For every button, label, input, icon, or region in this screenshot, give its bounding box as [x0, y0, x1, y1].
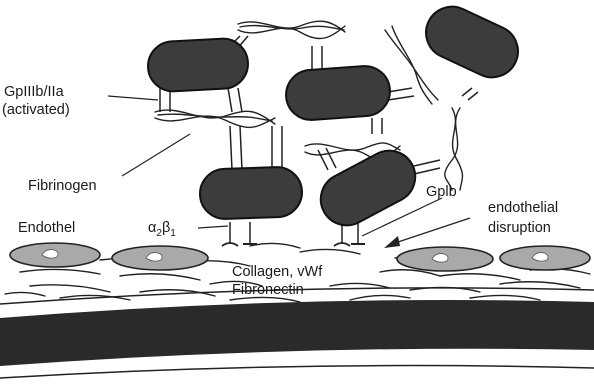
- endothelial-cell-3: [397, 247, 493, 271]
- platelet-2: [284, 64, 391, 121]
- platelet-1: [147, 37, 249, 92]
- label-gp2b3a-line1: GpIIIb/IIa: [4, 84, 65, 100]
- label-endothel: Endothel: [18, 220, 75, 236]
- vessel-wall-band: [0, 300, 594, 366]
- label-gp1b: Gplb: [426, 184, 457, 200]
- label-matrix-line1: Collagen, vWf: [232, 264, 323, 280]
- label-fibrinogen: Fibrinogen: [28, 178, 97, 194]
- label-matrix-line2: Fibronectin: [232, 282, 304, 298]
- endothelial-cell-4: [500, 246, 590, 270]
- endothelial-cell-1: [10, 243, 100, 267]
- integrin-beta: β: [162, 220, 170, 236]
- platelet-4: [199, 166, 303, 220]
- platelet-3: [418, 0, 527, 86]
- vessel-outer-line: [0, 366, 594, 378]
- label-gp2b3a-line2: (activated): [2, 102, 70, 118]
- integrin-alpha: α: [148, 220, 156, 236]
- endothelial-cell-2: [112, 246, 208, 270]
- label-endothelial-line2: disruption: [488, 220, 551, 236]
- label-endothelial-line1: endothelial: [488, 200, 558, 216]
- integrin-beta-sub: 1: [170, 228, 176, 239]
- disruption-arrowhead: [384, 236, 400, 248]
- label-integrin-a2b1: α2β1: [148, 220, 176, 239]
